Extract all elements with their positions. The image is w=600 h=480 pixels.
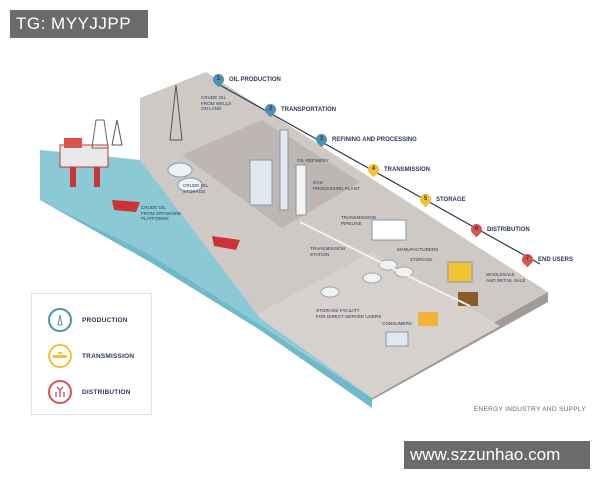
label-crude-land: CRUDE OIL FROM WELLS ON LAND: [201, 95, 232, 112]
oil-derrick: [111, 84, 183, 146]
pipeline-valve-icon: [48, 344, 72, 368]
caption: ENERGY INDUSTRY AND SUPPLY: [473, 406, 586, 413]
buildings: [371, 219, 478, 347]
map-pin-icon: 3: [313, 131, 330, 148]
label-station: TRANSMISSION STATION: [310, 246, 345, 257]
pipeline: [299, 221, 471, 307]
map-pin-icon: 1: [210, 71, 227, 88]
label-refinery: OIL REFINERY: [297, 158, 329, 163]
label-storage: STORAGE: [410, 257, 433, 262]
map-pin-icon: 2: [262, 101, 279, 118]
watermark-top: TG: MYYJJPP: [10, 10, 148, 38]
oil-rig-icon: [48, 308, 72, 332]
label-crude-offshore: CRUDE OIL FROM OFFSHORE PLATFORMS: [141, 205, 182, 222]
map-pin-icon: 5: [417, 191, 434, 208]
legend-production: PRODUCTION: [48, 308, 128, 332]
offshore-platform: [59, 119, 109, 187]
distribution-arrows-icon: [48, 380, 72, 404]
map-pin-icon: 4: [365, 161, 382, 178]
label-manufacturers: MANUFACTURERS: [397, 247, 439, 252]
label-wholesale: WHOLESALE AND RETAIL SALE: [486, 272, 526, 283]
label-storage-facility: STORAGE FACILITY FOR DIRECT-SERVED USERS: [316, 308, 382, 319]
tanker-ships: [112, 200, 240, 250]
legend-distribution: DISTRIBUTION: [48, 380, 131, 404]
map-pin-icon: 6: [468, 221, 485, 238]
refinery: [167, 129, 307, 216]
label-consumers: CONSUMERS: [382, 321, 412, 326]
label-pipeline: TRANSMISSION PIPELINE: [341, 215, 376, 226]
lower-plaza: [250, 252, 500, 398]
legend: PRODUCTION TRANSMISSION DISTRIBUTION: [31, 293, 152, 415]
watermark-bottom: www.szzunhao.com: [404, 441, 590, 469]
legend-transmission: TRANSMISSION: [48, 344, 134, 368]
sea-surface: [40, 150, 372, 398]
map-pin-icon: 7: [519, 251, 536, 268]
label-gas-plant: GAS PROCESSING PLANT: [313, 180, 360, 191]
label-crude-storage: CRUDE OIL STORAGE: [183, 183, 209, 194]
